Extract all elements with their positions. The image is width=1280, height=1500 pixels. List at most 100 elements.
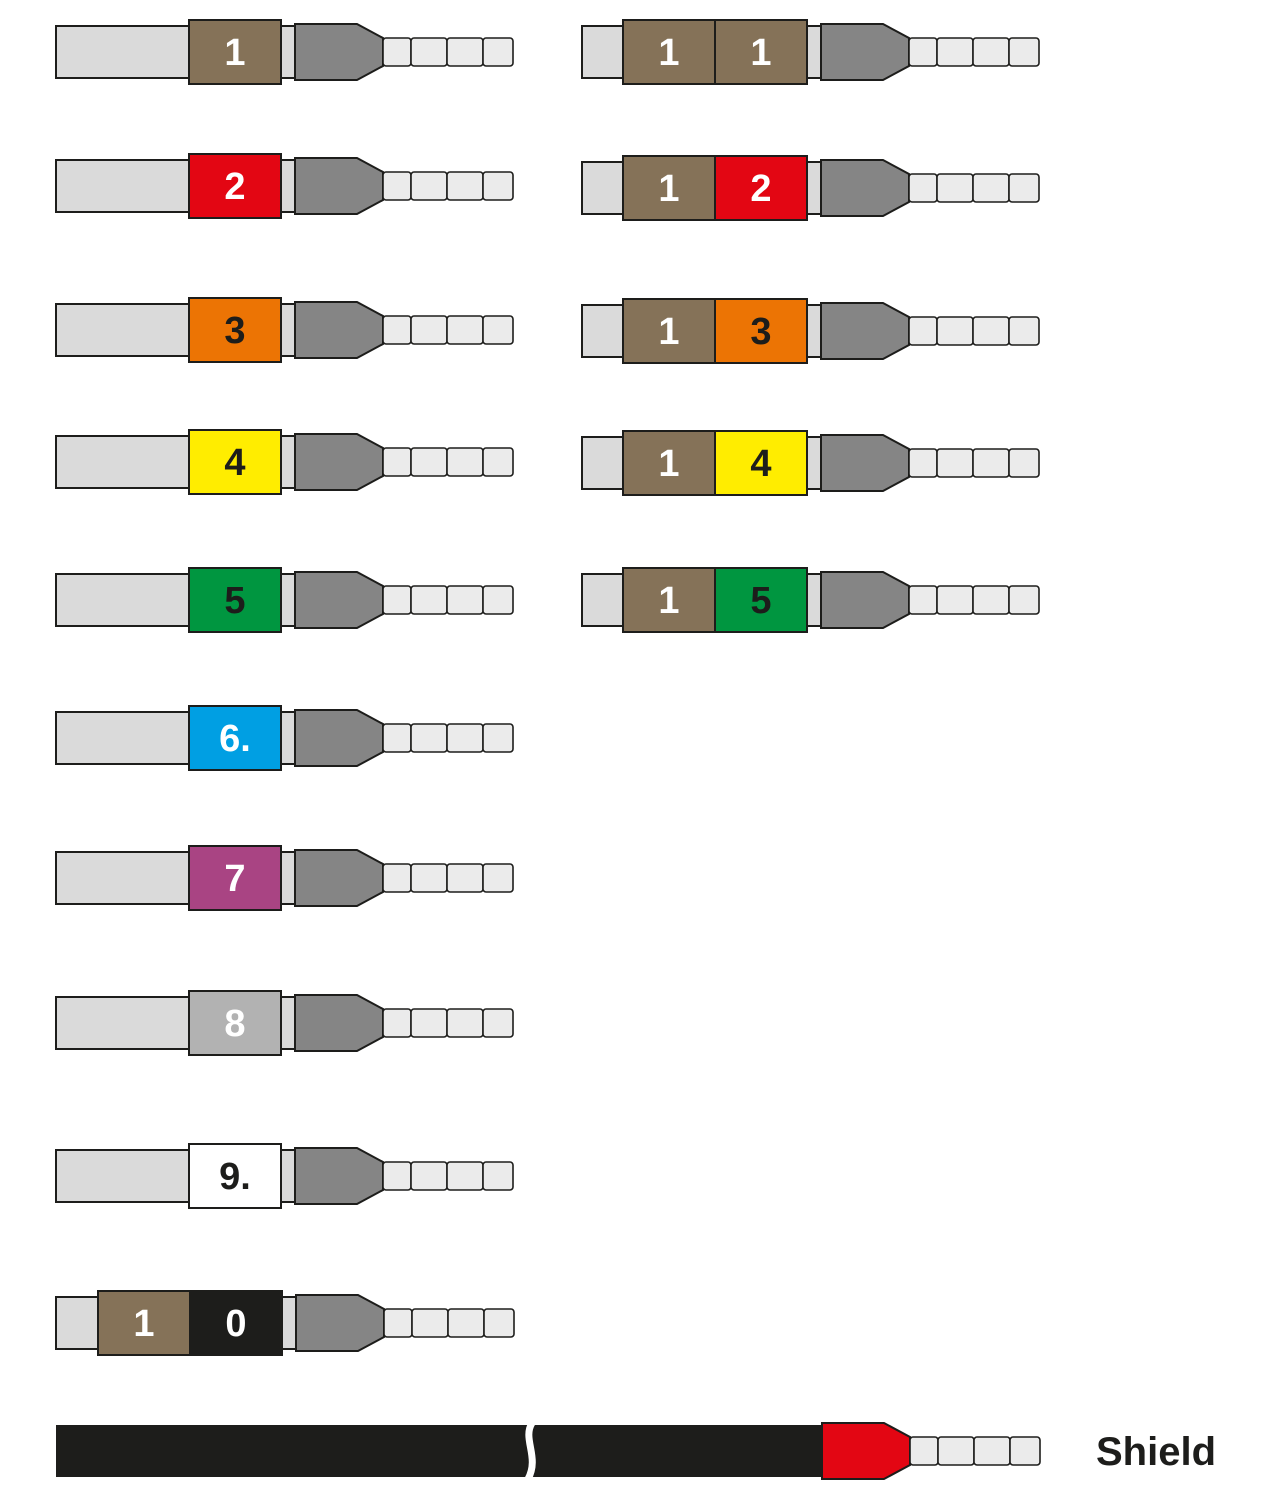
right-2-ferrule-collar [820,159,910,217]
marker-number: 1 [658,580,679,622]
left-10-ferrule-tip-segment [411,1308,449,1338]
left-10-ferrule-tip-segment [447,1308,485,1338]
marker-sleeve [622,567,716,633]
right-1-ferrule-tip-segment [1008,37,1040,67]
right-4-ferrule-tip-segment [972,448,1010,478]
left-7-ferrule-tip-segment [410,863,448,893]
shield-ferrule-tip-segment [909,1436,939,1466]
marker-sleeve [714,19,808,85]
right-2-ferrule-tip-segment [936,173,974,203]
marker-number: 6. [219,718,251,760]
marker-number: 1 [133,1303,154,1345]
right-1-ferrule-tip-segment [972,37,1010,67]
shield-wire: Shield [56,1421,1216,1481]
left-5-ferrule-tip-segment [482,585,514,615]
left-5-ferrule-tip-segment [382,585,412,615]
marker-sleeve [97,1290,191,1356]
shield-label: Shield [1096,1430,1216,1474]
wire-row-left-9: 9. [55,1143,514,1209]
right-5-ferrule-tip-segment [908,585,938,615]
left-2-ferrule-tip-segment [446,171,484,201]
left-5-ferrule-collar [294,571,384,629]
left-3-ferrule-tip-segment [446,315,484,345]
left-9-ferrule-tip-segment [446,1161,484,1191]
right-5-ferrule-tip-segment [972,585,1010,615]
marker-number: 8 [224,1003,245,1045]
right-5-ferrule-tip-segment [936,585,974,615]
marker-number: 3 [224,310,245,352]
right-4-ferrule-tip-segment [936,448,974,478]
left-4-ferrule-tip-segment [446,447,484,477]
wire-row-left-5: 5 [55,567,514,633]
marker-sleeve [188,429,282,495]
right-4-ferrule-collar [820,434,910,492]
left-2-ferrule-tip-segment [482,171,514,201]
left-3-ferrule-collar [294,301,384,359]
right-4-ferrule-tip-segment [908,448,938,478]
left-7-ferrule-tip-segment [482,863,514,893]
marker-sleeve [188,153,282,219]
right-1-ferrule-tip-segment [908,37,938,67]
right-3-ferrule-tip-segment [936,316,974,346]
marker-number: 1 [750,32,771,74]
marker-sleeve [622,298,716,364]
left-3-marker-1: 3 [188,297,282,363]
marker-number: 4 [224,442,245,484]
left-8-marker-1: 8 [188,990,282,1056]
marker-sleeve [188,1143,282,1209]
wire-row-left-1: 1 [55,19,514,85]
left-8-ferrule-collar [294,994,384,1052]
right-3-ferrule-tip-segment [1008,316,1040,346]
marker-sleeve [188,567,282,633]
left-2-ferrule-collar [294,157,384,215]
left-8-ferrule-tip-segment [410,1008,448,1038]
marker-number: 0 [225,1303,246,1345]
right-2-marker-2: 2 [714,155,808,221]
marker-sleeve [188,990,282,1056]
left-6-ferrule-tip-segment [382,723,412,753]
left-5-marker-1: 5 [188,567,282,633]
marker-number: 5 [750,580,771,622]
left-7-ferrule-tip-segment [446,863,484,893]
left-8-ferrule-tip-segment [446,1008,484,1038]
shield-ferrule-tip-segment [937,1436,975,1466]
right-5-ferrule-tip-segment [1008,585,1040,615]
right-5-marker-2: 5 [714,567,808,633]
left-7-ferrule-tip-segment [382,863,412,893]
left-9-marker-1: 9. [188,1143,282,1209]
left-10-ferrule-tip-segment [483,1308,515,1338]
marker-sleeve [714,567,808,633]
left-9-ferrule-tip-segment [482,1161,514,1191]
left-6-ferrule-tip-segment [410,723,448,753]
marker-sleeve [188,19,282,85]
left-5-ferrule-tip-segment [410,585,448,615]
left-10-marker-1: 1 [97,1290,191,1356]
shield-ferrule-tip-segment [1009,1436,1041,1466]
left-1-ferrule-collar [294,23,384,81]
left-1-ferrule-tip-segment [382,37,412,67]
shield-cable [56,1425,824,1477]
left-3-ferrule-tip-segment [382,315,412,345]
marker-number: 9. [219,1156,251,1198]
right-2-ferrule-tip-segment [1008,173,1040,203]
shield-ferrule-collar [821,1422,911,1480]
marker-sleeve [188,297,282,363]
right-3-ferrule-tip-segment [908,316,938,346]
left-9-ferrule-tip-segment [382,1161,412,1191]
wire-row-left-4: 4 [55,429,514,495]
left-5-ferrule-tip-segment [446,585,484,615]
marker-number: 3 [750,311,771,353]
marker-sleeve [714,298,808,364]
left-3-ferrule-tip-segment [482,315,514,345]
wire-row-left-7: 7 [55,845,514,911]
marker-number: 2 [750,168,771,210]
left-4-ferrule-tip-segment [410,447,448,477]
right-3-marker-1: 1 [622,298,716,364]
left-6-ferrule-tip-segment [482,723,514,753]
left-10-ferrule-tip-segment [383,1308,413,1338]
left-10-marker-2: 0 [189,1290,283,1356]
marker-number: 7 [224,858,245,900]
